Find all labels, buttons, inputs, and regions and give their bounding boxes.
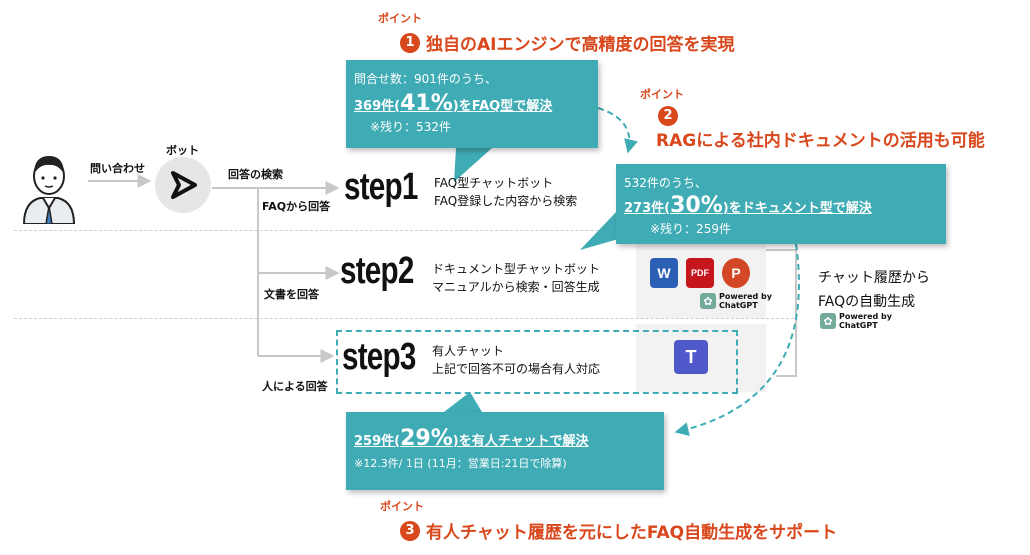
- point1-number: 1: [400, 32, 420, 53]
- step3-line2: 上記で回答不可の場合有人対応: [432, 362, 601, 376]
- point2-number-wrap: 2: [658, 104, 678, 126]
- callout-human-result: 259件(29%)を有人チャットで解決 ※12.3件/ 1日 (11月：営業日:…: [346, 412, 664, 490]
- callout2-remain: ※残り：259件: [650, 222, 731, 236]
- callout2-result: 273件(30%)をドキュメント型で解決: [624, 193, 938, 218]
- point2-title: RAGによる社内ドキュメントの活用も可能: [656, 126, 985, 151]
- callout3-note: ※12.3件/ 1日 (11月：営業日:21日で除算): [354, 457, 567, 470]
- point3-label: ポイント: [380, 500, 424, 513]
- side-note: チャット履歴から FAQの自動生成: [818, 266, 930, 314]
- doc-answer-label: 文書を回答: [264, 288, 319, 301]
- word-icon: W: [650, 258, 678, 288]
- callout1-result: 369件(41%)をFAQ型で解決: [354, 91, 590, 116]
- human-answer-label: 人による回答: [262, 380, 328, 393]
- step3-description: 有人チャット 上記で回答不可の場合有人対応: [432, 342, 600, 378]
- point2-text: RAGによる社内ドキュメントの活用も可能: [656, 131, 985, 151]
- step1-description: FAQ型チャットボット FAQ登録した内容から検索: [434, 174, 577, 210]
- step3-line1: 有人チャット: [432, 344, 504, 358]
- chatgpt-icon: ✿: [700, 293, 716, 309]
- powered-line1: Powered by: [719, 292, 772, 301]
- faq-answer-label: FAQから回答: [262, 200, 331, 213]
- step1-title: step1: [344, 166, 418, 208]
- callout1-tail: )をFAQ型で解決: [452, 99, 553, 114]
- callout1-count: 369件(: [354, 99, 401, 114]
- pdf-icon: PDF: [686, 258, 714, 288]
- point3-number: 3: [400, 520, 420, 541]
- search-label: 回答の検索: [228, 168, 283, 181]
- step2-description: ドキュメント型チャットボット マニュアルから検索・回答生成: [432, 260, 600, 296]
- callout3-percent: 29%: [400, 426, 453, 451]
- callout3-count: 259件(: [354, 434, 401, 449]
- powered-line2: ChatGPT: [839, 321, 878, 330]
- powered-by-chatgpt-side: ✿ Powered by ChatGPT: [820, 312, 892, 330]
- point1-label: ポイント: [378, 12, 422, 25]
- side-line2: FAQの自動生成: [818, 294, 916, 310]
- callout3-tail: )を有人チャットで解決: [452, 434, 589, 449]
- step1-line2: FAQ登録した内容から検索: [434, 194, 578, 208]
- point1-text: 独自のAIエンジンで高精度の回答を実現: [426, 35, 735, 55]
- bot-label: ボット: [166, 144, 199, 157]
- point3-title: 3 有人チャット履歴を元にしたFAQ自動生成をサポート: [400, 518, 837, 543]
- point1-title: 1 独自のAIエンジンで高精度の回答を実現: [400, 30, 734, 55]
- callout-document-result: 532件のうち、 273件(30%)をドキュメント型で解決 ※残り：259件: [616, 164, 946, 244]
- play-arrow-icon: [171, 171, 197, 199]
- callout1-to-callout2-arrow: [597, 107, 638, 154]
- callout1-remain: ※残り：532件: [370, 120, 451, 134]
- callout-faq-result: 問合せ数：901件のうち、 369件(41%)をFAQ型で解決 ※残り：532件: [346, 60, 598, 148]
- step2-title: step2: [340, 250, 414, 292]
- powerpoint-icon: P: [722, 258, 750, 288]
- powered-line2: ChatGPT: [719, 301, 758, 310]
- point2-number: 2: [658, 105, 678, 126]
- feedback-bracket: [766, 249, 797, 377]
- callout2-count: 273件(: [624, 201, 671, 216]
- callout3-result: 259件(29%)を有人チャットで解決: [354, 426, 656, 451]
- callout1-pointer: [454, 148, 492, 182]
- callout2-percent: 30%: [670, 193, 723, 218]
- callout2-line1: 532件のうち、: [624, 176, 707, 190]
- row-separator: [14, 318, 794, 319]
- callout3-pointer: [444, 392, 482, 412]
- row-separator: [14, 230, 794, 231]
- step2-line2: マニュアルから検索・回答生成: [432, 280, 600, 294]
- chatgpt-icon: ✿: [820, 313, 836, 329]
- callout2-tail: )をドキュメント型で解決: [722, 201, 872, 216]
- powered-line1: Powered by: [839, 312, 892, 321]
- powered-by-text: Powered by ChatGPT: [719, 292, 772, 310]
- side-line1: チャット履歴から: [818, 270, 930, 286]
- powered-by-chatgpt-step2: ✿ Powered by ChatGPT: [700, 292, 772, 310]
- point3-text: 有人チャット履歴を元にしたFAQ自動生成をサポート: [426, 523, 838, 543]
- step2-line1: ドキュメント型チャットボット: [432, 262, 600, 276]
- callout1-line1: 問合せ数：901件のうち、: [354, 72, 497, 86]
- step3-dashed-box: [336, 330, 738, 394]
- powered-by-text: Powered by ChatGPT: [839, 312, 892, 330]
- step1-line1: FAQ型チャットボット: [434, 176, 554, 190]
- step3-title: step3: [342, 336, 416, 378]
- person-icon: [22, 156, 76, 224]
- bot-icon: [155, 157, 211, 213]
- point2-label: ポイント: [640, 88, 684, 101]
- inquiry-label: 問い合わせ: [90, 162, 145, 175]
- callout1-percent: 41%: [400, 91, 453, 116]
- teams-icon: T: [674, 340, 708, 374]
